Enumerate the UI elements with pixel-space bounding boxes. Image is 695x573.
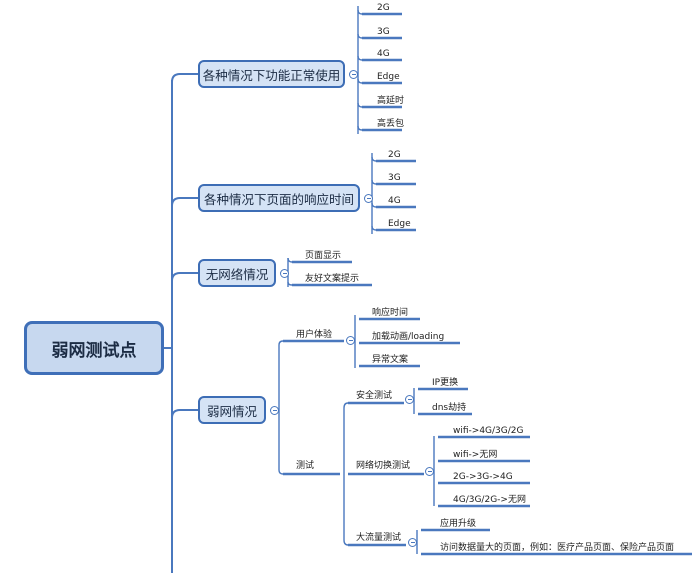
trunk-branch xyxy=(171,197,198,207)
topic-weak-network[interactable]: 弱网情况 xyxy=(198,396,266,424)
collapse-toggle-heavy-traffic[interactable] xyxy=(408,538,417,547)
leaf-dns-hijack: dns劫持 xyxy=(432,403,467,413)
trunk-branch xyxy=(171,73,198,83)
subgroup-network-switch: 网络切换测试 xyxy=(356,461,411,471)
topic1-curve xyxy=(371,156,377,162)
collapse-toggle-network-switch[interactable] xyxy=(425,467,434,476)
topic0-curve xyxy=(357,125,363,131)
topic-function-normal[interactable]: 各种情况下功能正常使用 xyxy=(198,60,345,88)
leaf-func-latency: 高延时 xyxy=(377,96,405,106)
group-user-experience: 用户体验 xyxy=(296,330,333,340)
leaf-friendly-text: 友好文案提示 xyxy=(305,274,360,284)
trunk-branch xyxy=(171,272,198,282)
trunk-branch xyxy=(171,409,198,419)
leaf-resp-edge: Edge xyxy=(388,219,411,229)
topic2-curve xyxy=(287,257,293,263)
leaf-mobile-to-none: 4G/3G/2G->无网 xyxy=(453,495,526,505)
collapse-toggle-topic-no-net[interactable] xyxy=(280,269,289,278)
leaf-func-loss: 高丢包 xyxy=(377,119,405,129)
topic-response-time[interactable]: 各种情况下页面的响应时间 xyxy=(198,184,360,212)
root-node[interactable]: 弱网测试点 xyxy=(24,321,164,375)
topic1-curve xyxy=(371,202,377,208)
topic-no-network[interactable]: 无网络情况 xyxy=(198,259,276,287)
topic1-curve xyxy=(371,179,377,185)
topic0-curve xyxy=(357,55,363,61)
collapse-toggle-topic-response[interactable] xyxy=(364,194,373,203)
leaf-resp-2g: 2G xyxy=(388,150,401,160)
subgroup-heavy-traffic: 大流量测试 xyxy=(356,533,402,543)
leaf-page-display: 页面显示 xyxy=(305,251,342,261)
collapse-toggle-topic-weak-net[interactable] xyxy=(270,406,279,415)
topic0-curve xyxy=(357,33,363,39)
collapse-toggle-user-experience[interactable] xyxy=(346,336,355,345)
leaf-ux-loading: 加载动画/loading xyxy=(372,332,445,342)
topic3-lower xyxy=(278,410,284,475)
leaf-resp-4g: 4G xyxy=(388,196,401,206)
collapse-toggle-topic-function[interactable] xyxy=(349,70,358,79)
leaf-large-page: 访问数据量大的页面，例如：医疗产品页面、保险产品页面 xyxy=(440,543,675,553)
leaf-resp-3g: 3G xyxy=(388,173,401,183)
topic1-curve xyxy=(371,225,377,231)
topic0-curve xyxy=(357,9,363,15)
collapse-toggle-security[interactable] xyxy=(405,395,414,404)
leaf-2g-3g-4g: 2G->3G->4G xyxy=(453,472,513,482)
leaf-wifi-to-none: wifi->无网 xyxy=(453,450,498,460)
leaf-ip-change: IP更换 xyxy=(432,378,459,388)
test-lower xyxy=(343,474,349,546)
leaf-func-2g: 2G xyxy=(377,3,390,13)
topic0-curve xyxy=(357,78,363,84)
leaf-app-upgrade: 应用升级 xyxy=(440,519,477,529)
topic2-curve xyxy=(287,281,293,286)
leaf-wifi-to-mobile: wifi->4G/3G/2G xyxy=(453,426,524,436)
leaf-func-4g: 4G xyxy=(377,49,390,59)
leaf-func-3g: 3G xyxy=(377,27,390,37)
topic3-upper xyxy=(278,340,284,410)
leaf-ux-error-text: 异常文案 xyxy=(372,355,409,365)
topic0-curve xyxy=(357,102,363,108)
test-upper xyxy=(343,402,349,474)
leaf-func-edge: Edge xyxy=(377,72,400,82)
group-testing: 测试 xyxy=(296,461,315,471)
leaf-ux-response: 响应时间 xyxy=(372,308,409,318)
subgroup-security-test: 安全测试 xyxy=(356,391,393,401)
